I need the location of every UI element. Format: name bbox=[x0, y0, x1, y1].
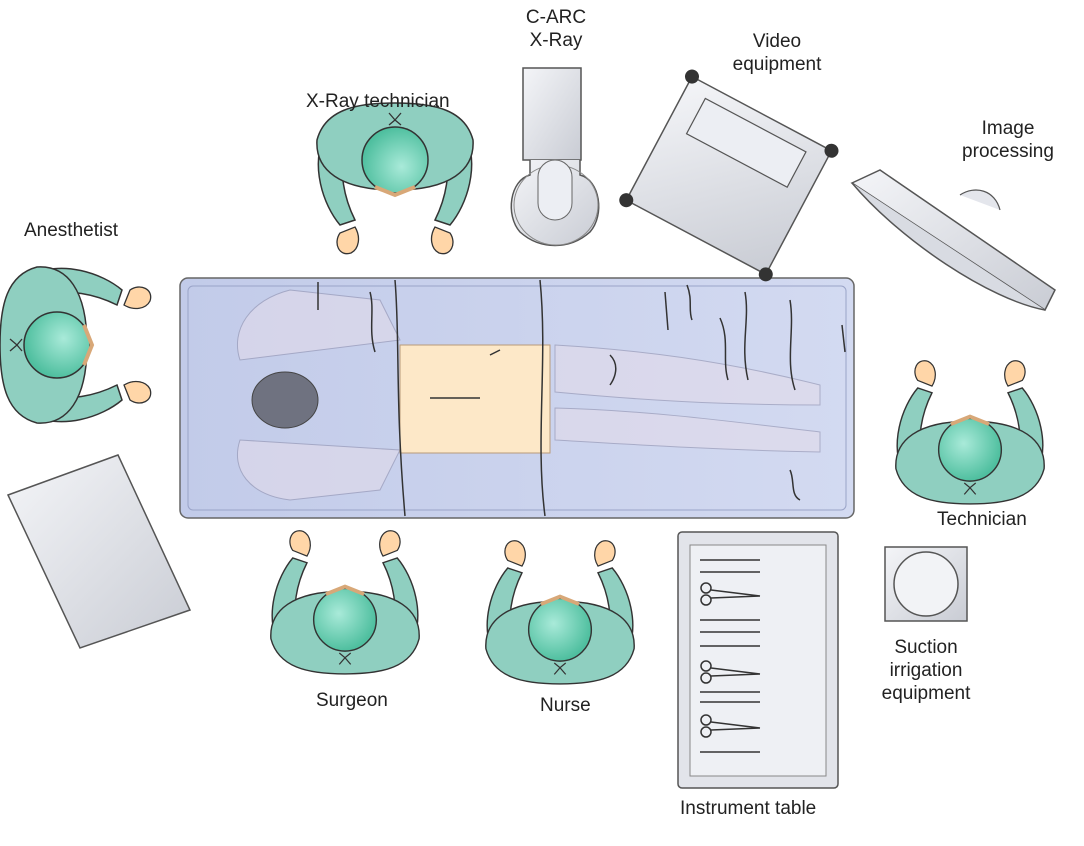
label-c-arc-line2: X-Ray bbox=[520, 29, 592, 52]
technician-figure bbox=[896, 361, 1044, 504]
label-nurse: Nurse bbox=[540, 694, 591, 717]
label-image-line2: processing bbox=[955, 140, 1061, 163]
label-x-ray-technician: X-Ray technician bbox=[306, 90, 450, 113]
label-suction-irrigation: Suction irrigation equipment bbox=[873, 636, 979, 705]
image-processing-icon bbox=[852, 170, 1055, 310]
label-surgeon: Surgeon bbox=[316, 689, 388, 712]
label-instrument-table: Instrument table bbox=[680, 797, 816, 820]
anesthetist-table-icon bbox=[8, 455, 190, 648]
label-anesthetist: Anesthetist bbox=[24, 219, 118, 242]
instrument-table-icon bbox=[678, 532, 838, 788]
label-suction-line3: equipment bbox=[873, 682, 979, 705]
label-image-processing: Image processing bbox=[955, 117, 1061, 163]
label-video-line1: Video bbox=[717, 30, 837, 53]
anesthetist-figure bbox=[0, 267, 151, 423]
label-suction-line2: irrigation bbox=[873, 659, 979, 682]
patient-head-icon bbox=[252, 372, 318, 428]
label-suction-line1: Suction bbox=[873, 636, 979, 659]
c-arc-xray-icon bbox=[511, 68, 598, 246]
label-c-arc-xray: C-ARC X-Ray bbox=[520, 6, 592, 52]
label-video-equipment: Video equipment bbox=[717, 30, 837, 76]
suction-irrigation-icon bbox=[885, 547, 967, 621]
label-c-arc-line1: C-ARC bbox=[520, 6, 592, 29]
video-equipment-icon bbox=[617, 67, 841, 284]
nurse-figure bbox=[486, 541, 634, 684]
label-image-line1: Image bbox=[955, 117, 1061, 140]
label-video-line2: equipment bbox=[717, 53, 837, 76]
x-ray-technician-figure bbox=[317, 103, 473, 254]
label-technician: Technician bbox=[937, 508, 1027, 531]
surgeon-figure bbox=[271, 531, 419, 674]
surgical-field bbox=[400, 345, 550, 453]
